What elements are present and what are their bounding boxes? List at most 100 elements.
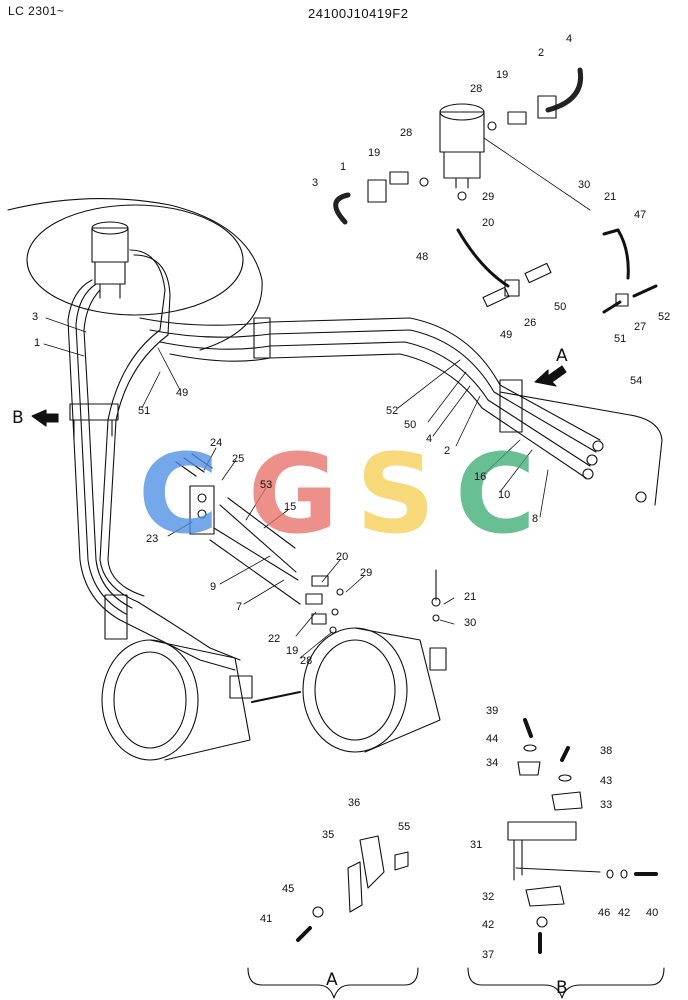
callout: 46: [598, 907, 611, 919]
bracket-b-assembly: [69, 403, 119, 441]
callout: 23: [146, 533, 159, 545]
watermark-letter-4: C: [455, 430, 536, 558]
callout: 28: [300, 655, 313, 667]
detail-a-caption: A: [326, 970, 338, 990]
callout: 16: [474, 471, 487, 483]
hose-left-2: [75, 283, 127, 615]
center-joint-exploded: [439, 103, 485, 201]
upper-structure-outline: [7, 198, 263, 351]
leader-lines: [43, 317, 549, 659]
callout: 40: [646, 907, 659, 919]
hose-9: [213, 527, 299, 581]
serial-range-label: LC 2301~: [8, 4, 65, 18]
callout: 26: [524, 317, 537, 329]
callout: 34: [486, 757, 499, 769]
callout: 35: [322, 829, 335, 841]
pipe-54: [499, 391, 663, 506]
callout: 30: [578, 179, 591, 191]
callout: 20: [482, 217, 495, 229]
callout: 10: [498, 489, 511, 501]
callout: 20: [336, 551, 349, 563]
fittings-lower: [305, 569, 441, 634]
hose-left-5: [107, 254, 171, 597]
callout: 19: [368, 147, 381, 159]
tee-27: [615, 293, 629, 307]
callout: 32: [482, 891, 495, 903]
callout: 50: [554, 301, 567, 313]
callout: 4: [566, 33, 573, 45]
callout: 1: [340, 161, 347, 173]
hose-end-8: [582, 468, 594, 480]
callout: 49: [500, 329, 513, 341]
elbow-hose-3: [333, 192, 351, 225]
detail-b-caption: B: [556, 978, 568, 998]
callout: 37: [482, 949, 495, 961]
callout: 19: [286, 645, 299, 657]
center-joint-main: [91, 221, 129, 299]
callout: 42: [482, 919, 495, 931]
hose-right-4: [169, 353, 587, 479]
travel-motor-left: [101, 639, 253, 761]
callout: 24: [210, 437, 223, 449]
callout: 29: [482, 191, 495, 203]
hose-end-16: [592, 440, 604, 452]
pipe-48: [456, 228, 510, 288]
callout: 33: [600, 799, 613, 811]
watermark-letter-3: S: [356, 430, 436, 558]
callout: 50: [404, 419, 417, 431]
callout: 36: [348, 797, 361, 809]
motor-link: [251, 691, 301, 703]
view-arrow-b-label: B: [12, 408, 24, 428]
callout: 54: [630, 375, 643, 387]
clamp-upper: [253, 317, 271, 359]
callout: 41: [260, 913, 273, 925]
callout: 30: [464, 617, 477, 629]
detail-a: [247, 835, 419, 999]
callout: 25: [232, 453, 245, 465]
callout: 52: [386, 405, 399, 417]
callout: 2: [444, 445, 451, 457]
callout: 19: [496, 69, 509, 81]
watermark-letter-1: C: [138, 430, 219, 558]
callout: 29: [360, 567, 373, 579]
joint-leader: [483, 137, 591, 211]
hose-7: [209, 539, 301, 605]
fitting-block-23: [189, 485, 215, 535]
callout: 51: [614, 333, 627, 345]
hose-right-2: [149, 329, 597, 453]
hose-left-3: [83, 289, 133, 609]
callout: 2: [538, 47, 545, 59]
callout: 28: [400, 127, 413, 139]
clamp-lower: [104, 594, 128, 640]
bolts-24: [175, 453, 213, 477]
callout: 1: [34, 337, 41, 349]
detail-b: [467, 718, 665, 999]
bolt-50: [524, 262, 552, 284]
callout: 4: [426, 433, 433, 445]
hose-right-1: [139, 317, 601, 441]
callout: 22: [268, 633, 281, 645]
hose-right-3: [159, 341, 591, 467]
callout: 48: [416, 251, 429, 263]
callout: 55: [398, 821, 411, 833]
hose-lower-2: [137, 601, 241, 661]
pipe-end-54: [635, 491, 647, 503]
callout: 38: [600, 745, 613, 757]
callout: 28: [470, 83, 483, 95]
turntable-ellipse: [26, 204, 244, 316]
callout: 21: [464, 591, 477, 603]
callout: 44: [486, 733, 499, 745]
watermark-letter-2: G: [248, 430, 339, 558]
callout: 52: [658, 311, 671, 323]
callout: 3: [32, 311, 39, 323]
elbow-hose-4: [545, 67, 584, 113]
arrow-b-icon: [31, 409, 59, 427]
hose-left-4: [99, 249, 166, 603]
clamp-bracket-a: [499, 379, 523, 433]
callout: 43: [600, 775, 613, 787]
hose-left-1: [67, 279, 121, 621]
pipe-47: [602, 228, 630, 280]
callout: 49: [176, 387, 189, 399]
bolt-49: [482, 286, 510, 308]
callout: 47: [634, 209, 647, 221]
